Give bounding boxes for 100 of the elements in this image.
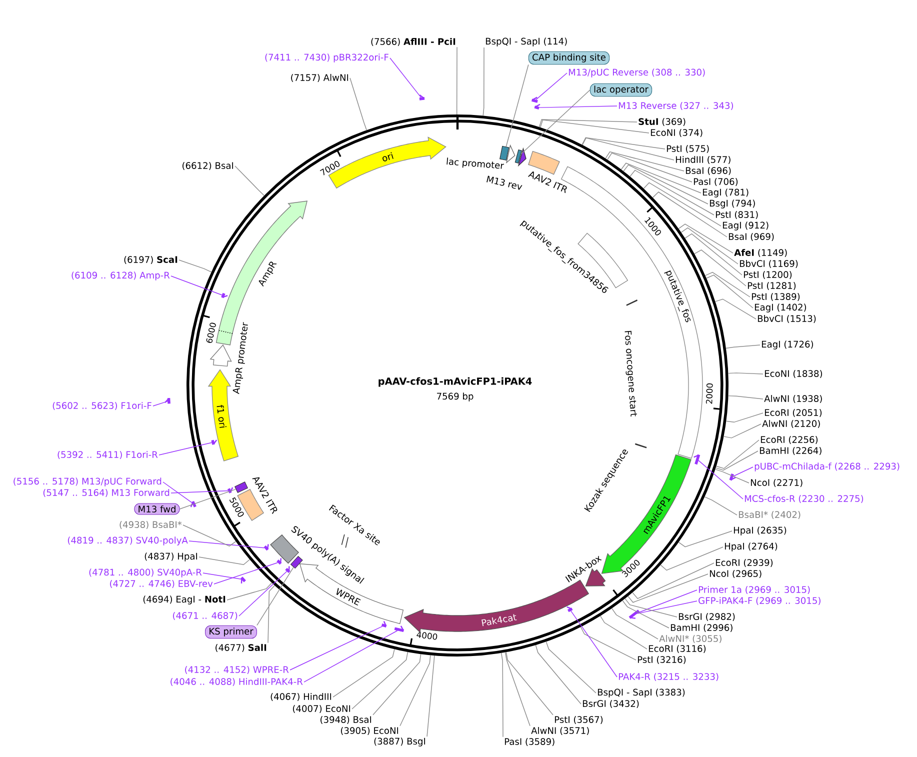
leader-line (350, 78, 368, 131)
site-label: (3905) EcoNI (340, 726, 398, 736)
leader-line (178, 260, 212, 272)
node-label: lac promoter (446, 158, 504, 169)
primer-label: (4727 .. 4746) EBV-rev (110, 580, 213, 588)
leader-line (628, 574, 708, 603)
leader-line (332, 648, 395, 698)
primer-label: M13/pUC Reverse (308 .. 330) (568, 68, 705, 78)
leader-line (620, 162, 702, 194)
tick-label: 6000 (206, 322, 216, 343)
site-label: BsaI (969) (728, 232, 774, 242)
primer-label: (4132 .. 4152) WPRE-R (185, 666, 289, 674)
site-label: EcoRI (2051) (764, 408, 822, 418)
leader-line (643, 182, 722, 226)
site-label: HindIII (577) (676, 156, 730, 164)
site-label: EagI (1726) (762, 340, 814, 350)
primer-mark (240, 576, 246, 584)
leader-line (535, 644, 582, 704)
leader-line (256, 566, 294, 626)
site-mark: Fos oncogene start (624, 300, 638, 417)
leader-line (623, 164, 708, 204)
site-label: BbvCI (1513) (758, 314, 816, 324)
site-label: (6197) ScaI (124, 256, 178, 264)
leader-line (605, 151, 684, 172)
site-label: EcoRI (3116) (648, 644, 706, 654)
feature-box (234, 482, 248, 493)
size-label: 7569 bp (437, 392, 474, 402)
leader-line (238, 570, 288, 616)
site-label: EagI (781) (702, 188, 748, 198)
primer-mark (276, 558, 282, 565)
site-label: BamHI (2996) (670, 624, 732, 632)
node-label: M13 rev (486, 176, 522, 190)
primer-label: (4671 .. 4687) (173, 612, 238, 620)
site-label: EagI (912) (722, 222, 768, 230)
site-label: HpaI (2635) (734, 526, 786, 536)
leader-line (202, 572, 242, 580)
feature-tag: KS primer (205, 625, 257, 639)
leader-line (506, 652, 554, 716)
site-label: EcoNI (1838) (764, 370, 822, 378)
primer-label: PAK4-R (3215 .. 3233) (618, 672, 718, 682)
leader-line (714, 298, 756, 320)
site-label: PstI (3567) (554, 716, 603, 724)
leader-line (390, 58, 422, 98)
leader-line (520, 90, 590, 154)
leader-line (652, 192, 728, 238)
leader-line (580, 626, 636, 660)
primer-label: pUBC-mChilada-f (2268 .. 2293) (754, 462, 900, 472)
leader-line (638, 590, 698, 613)
leader-line (678, 530, 732, 548)
site-label: BsrGI (2982) (678, 612, 735, 622)
leader-line (304, 630, 398, 682)
leader-line (234, 166, 265, 196)
primer-label: (4819 .. 4837) SV40-polyA (68, 536, 188, 546)
leader-line (162, 482, 192, 503)
leader-line (728, 372, 764, 374)
site-label: (7157) AlwNI (291, 74, 348, 82)
site-label: NcoI (2965) (710, 570, 762, 578)
primer-mark (264, 544, 269, 551)
leader-line (198, 556, 250, 566)
leader-line (630, 170, 714, 216)
leader-line (482, 47, 484, 116)
leader-line (704, 496, 738, 516)
primer-label: (5147 .. 5164) M13 Forward (43, 488, 170, 498)
leader-line (570, 610, 618, 678)
primer-mark (164, 398, 170, 404)
site-label: AfeI (1149) (734, 248, 787, 258)
site-label: (3887) BsgI (374, 738, 426, 746)
site-label: HpaI (2764) (724, 542, 778, 552)
leader-line (536, 72, 568, 100)
primer-label: (4781 .. 4800) SV40pA-R (89, 568, 202, 578)
site-label: PstI (1200) (744, 270, 792, 280)
primer-label: (4046 .. 4088) HindIII-PAK4-R (170, 678, 303, 686)
leader-line (715, 450, 758, 471)
leader-line (660, 546, 724, 571)
site-label: BsgI (794) (710, 200, 755, 208)
site-label: PstI (3216) (638, 656, 686, 664)
site-label: BsaBI* (2402) (738, 510, 800, 520)
primer-mark (221, 292, 228, 298)
site-label: EcoRI (2939) (716, 558, 773, 568)
feature-tag: lac operator (590, 83, 652, 97)
tick-label: 4000 (416, 632, 438, 640)
site-label: AlwNI (2120) (762, 420, 820, 428)
leader-line (372, 654, 422, 716)
site-label: EcoRI (2256) (760, 436, 818, 444)
leader-line (268, 585, 275, 644)
leader-line (290, 626, 383, 670)
leader-line (704, 272, 750, 298)
site-label: AlwNI (1938) (764, 394, 822, 404)
leader-line (214, 562, 278, 584)
primer-label: (7411 .. 7430) pBR322ori-F (265, 54, 388, 62)
primer-label: (5392 .. 5411) F1ori-R (58, 450, 158, 460)
feature-tag: M13 fwd (134, 503, 180, 515)
leader-line (680, 227, 738, 264)
site-label: (4694) EagI - NotI (143, 596, 226, 604)
site-label: BsrGI (3432) (582, 700, 639, 708)
leader-line (158, 442, 212, 456)
primer-label: (5602 .. 5623) F1ori-F (52, 402, 152, 410)
site-label: BspQI - SapI (3383) (598, 688, 685, 698)
leader-line (632, 562, 714, 600)
site-label: PasI (3589) (504, 738, 554, 746)
